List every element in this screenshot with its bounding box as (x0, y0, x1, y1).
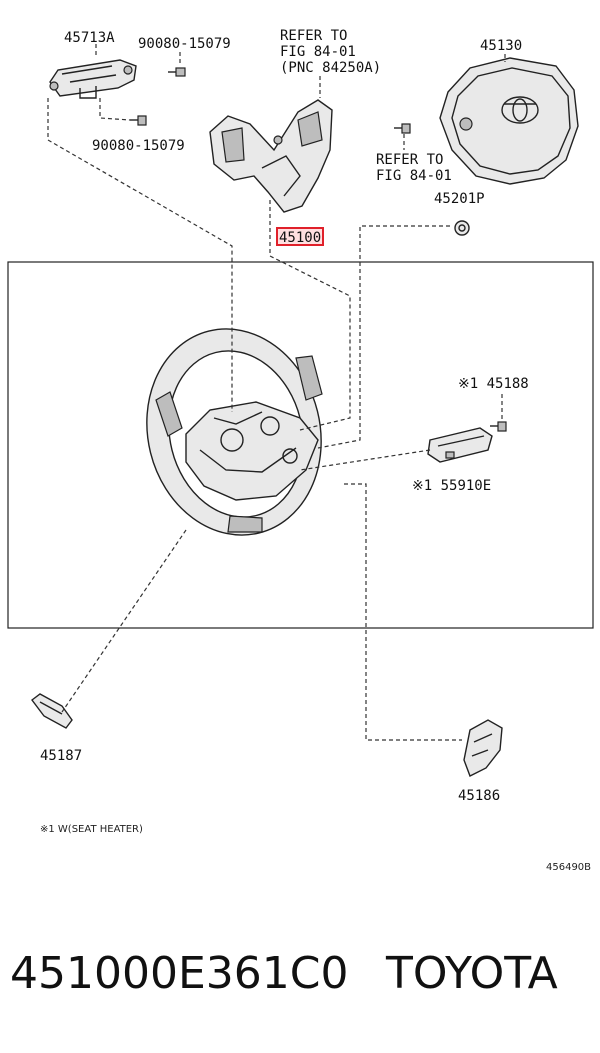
highlight-45100 (276, 227, 324, 246)
label-90080-15079-mid[interactable]: 90080-15079 (92, 138, 185, 154)
figure-code: 456490B (546, 862, 591, 873)
cover-45186-drawing (463, 719, 503, 777)
label-45713a[interactable]: 45713A (64, 30, 115, 46)
nut-45201p-drawing (454, 220, 470, 236)
screw-refer-drawing (394, 123, 411, 134)
leader-lines (47, 98, 462, 741)
label-refer-to-2[interactable]: REFER TO (376, 152, 443, 168)
label-45186[interactable]: 45186 (458, 788, 500, 804)
part-footer: 451000E361C0 TOYOTA (0, 940, 600, 1010)
assembly-frame (7, 261, 594, 629)
label-fig-84-01-2[interactable]: FIG 84-01 (376, 168, 452, 184)
label-90080-15079-top[interactable]: 90080-15079 (138, 36, 231, 52)
label-45187[interactable]: 45187 (40, 748, 82, 764)
bolt-mid-drawing (130, 115, 147, 126)
steering-switch-drawing (209, 99, 333, 213)
part-number[interactable]: 451000E361C0 (10, 948, 349, 999)
brand-name: TOYOTA (386, 948, 558, 999)
cover-45187-drawing (31, 693, 73, 729)
airbag-45130-drawing (439, 57, 579, 185)
screw-45188-drawing (490, 421, 507, 432)
label-45130[interactable]: 45130 (480, 38, 522, 54)
label-fig-84-01-1[interactable]: FIG 84-01 (280, 44, 356, 60)
label-refer-to-1[interactable]: REFER TO (280, 28, 347, 44)
seat-heater-note: ※1 W(SEAT HEATER) (40, 824, 143, 835)
label-pnc-84250a[interactable]: (PNC 84250A) (280, 60, 381, 76)
label-55910e[interactable]: ※1 55910E (412, 478, 491, 494)
heater-55910e-drawing (427, 427, 493, 463)
steering-wheel-drawing (146, 328, 323, 536)
label-45201p[interactable]: 45201P (434, 191, 485, 207)
bracket-45713a-drawing (49, 59, 137, 99)
label-45100[interactable]: 45100 (279, 230, 321, 246)
label-45188[interactable]: ※1 45188 (458, 376, 529, 392)
bolt-top-drawing (168, 67, 186, 77)
